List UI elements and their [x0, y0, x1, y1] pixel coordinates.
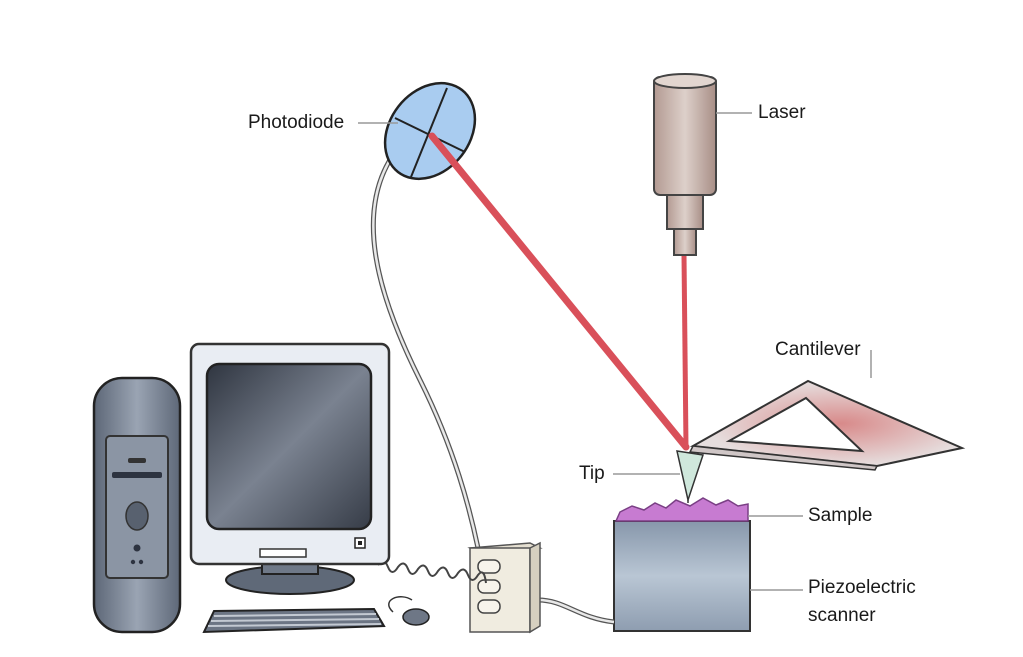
laser-label: Laser	[758, 102, 806, 123]
laser-icon	[653, 73, 717, 256]
reflected-beam	[428, 132, 690, 451]
cantilever-icon	[688, 379, 966, 471]
scanner-label-line1: Piezoelectric	[808, 577, 916, 598]
sample-label: Sample	[808, 505, 873, 526]
mouse-icon	[388, 596, 430, 626]
tip-label: Tip	[579, 463, 605, 484]
scanner-icon	[613, 520, 751, 632]
scanner-label-line2: scanner	[808, 605, 876, 626]
computer-tower-icon	[92, 376, 182, 634]
controller-box	[467, 541, 543, 634]
photodiode-icon	[383, 81, 477, 181]
cantilever-label: Cantilever	[775, 339, 861, 360]
tip-icon	[676, 450, 704, 503]
photodiode-label: Photodiode	[248, 112, 345, 133]
coiled-cable	[377, 560, 487, 584]
incident-beam	[681, 254, 689, 448]
monitor-icon	[189, 342, 391, 595]
keyboard-icon	[202, 607, 386, 634]
sample-icon	[614, 497, 749, 522]
